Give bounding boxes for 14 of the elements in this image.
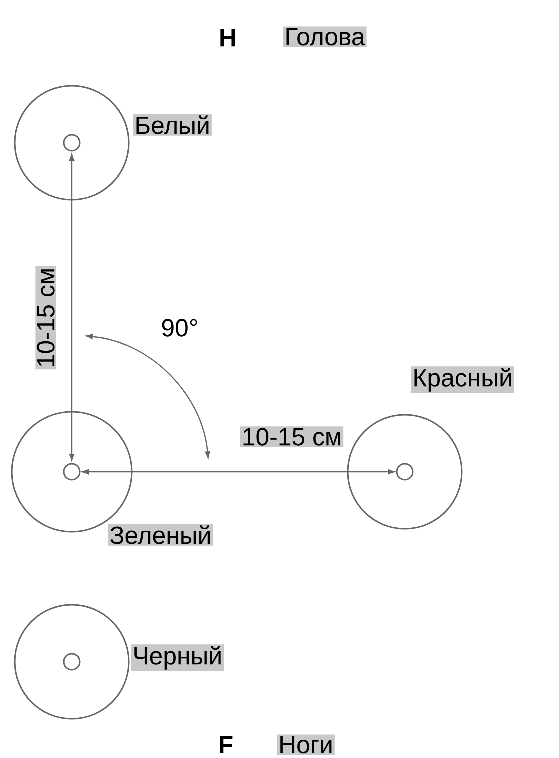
dimension-label: 10-15 см [240, 426, 344, 448]
dimension-label: 10-15 см [36, 266, 56, 370]
angle-label: 90° [162, 319, 198, 337]
section-label: Ноги [277, 734, 335, 756]
section-letter: H [220, 29, 236, 47]
electrode [14, 85, 130, 201]
electrode-label: Красный [411, 366, 514, 394]
section-letter: F [220, 736, 233, 754]
electrode-label: Белый [133, 114, 212, 136]
electrode [14, 604, 130, 720]
section-label: Голова [283, 26, 367, 48]
electrode-label: Черный [131, 644, 224, 672]
electrode-label: Зеленый [108, 524, 214, 546]
electrode [347, 414, 463, 530]
